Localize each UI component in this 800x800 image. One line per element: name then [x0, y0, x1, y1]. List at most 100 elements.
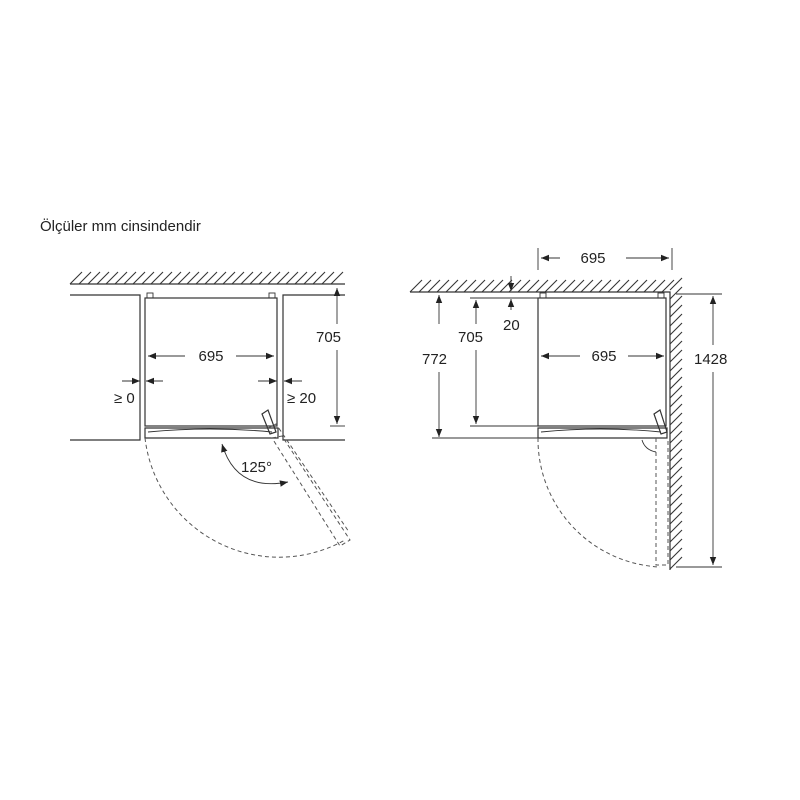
hatch-line: [669, 421, 683, 435]
hatch-line: [472, 279, 486, 293]
hatch-line: [598, 279, 612, 293]
hatch-line: [669, 475, 683, 489]
depth-label: 705: [316, 329, 341, 346]
hatch-line: [481, 279, 495, 293]
hatch-line: [240, 271, 254, 285]
hatch-line: [669, 358, 683, 372]
units-caption: Ölçüler mm cinsindendir: [40, 218, 201, 235]
angle-label: 125°: [241, 459, 272, 476]
hatch-line: [96, 271, 110, 285]
hatch-line: [669, 520, 683, 534]
hatch-line: [669, 394, 683, 408]
hatch-line: [132, 271, 146, 285]
hatch-line: [607, 279, 621, 293]
hatch-line: [669, 466, 683, 480]
hatch-line: [195, 271, 209, 285]
hatch-line: [535, 279, 549, 293]
spacer-left: [146, 292, 154, 299]
hatch-line: [204, 271, 218, 285]
hatch-line: [87, 271, 101, 285]
hatch-line: [213, 271, 227, 285]
door-curve: [147, 428, 273, 433]
hatch-line: [669, 331, 683, 345]
hatch-line: [186, 271, 200, 285]
spacer-left-right: [539, 292, 547, 299]
hatch-line: [669, 556, 683, 570]
hatch-line: [571, 279, 585, 293]
hatch-line: [669, 367, 683, 381]
opened-door-right: [655, 438, 669, 566]
hatch-line: [69, 271, 83, 285]
hatch-line: [669, 277, 683, 291]
hatch-line: [321, 271, 335, 285]
hatch-line: [669, 286, 683, 300]
spacer-right-right: [657, 292, 665, 299]
hatch-line: [409, 279, 423, 293]
hatch-line: [177, 271, 191, 285]
hatch-line: [141, 271, 155, 285]
hatch-line: [105, 271, 119, 285]
hatch-line: [669, 439, 683, 453]
hatch-line: [150, 271, 164, 285]
appliance-door-right: [537, 427, 668, 439]
hatch-line: [222, 271, 236, 285]
hatch-line: [454, 279, 468, 293]
hatch-line: [330, 271, 344, 285]
total-depth-label: 772: [422, 351, 447, 368]
hatch-line: [418, 279, 432, 293]
hatch-line: [267, 271, 281, 285]
hatch-line: [669, 484, 683, 498]
hatch-line: [669, 547, 683, 561]
hatch-line: [526, 279, 540, 293]
hatch-line: [669, 412, 683, 426]
hatch-line: [669, 322, 683, 336]
appliance-door: [144, 427, 279, 439]
hatch-line: [285, 271, 299, 285]
appliance-body: [144, 297, 278, 427]
hatch-line: [669, 511, 683, 525]
hatch-line: [114, 271, 128, 285]
hatch-line: [544, 279, 558, 293]
hatch-line: [159, 271, 173, 285]
hatch-line: [589, 279, 603, 293]
opened-door: [271, 435, 351, 547]
hatch-line: [669, 430, 683, 444]
right-view: 695 20 772 705 695 1428: [409, 248, 727, 570]
hatch-line: [490, 279, 504, 293]
hatch-line: [669, 385, 683, 399]
hatch-line: [669, 529, 683, 543]
angle-arc: [221, 443, 289, 487]
hatch-line: [669, 304, 683, 318]
door-swing-arc: [144, 437, 346, 558]
depth-label-right: 705: [458, 329, 483, 346]
top-width-label: 695: [580, 250, 605, 267]
spacer-right: [268, 292, 276, 299]
top-wall-hatching: [409, 279, 675, 293]
hatch-line: [517, 279, 531, 293]
width-label: 695: [198, 348, 223, 365]
hatch-line: [669, 295, 683, 309]
hinge-arc: [641, 439, 657, 453]
door-handle-right: [653, 409, 668, 435]
appliance-body-right: [537, 297, 667, 427]
hatch-line: [669, 340, 683, 354]
hatch-line: [231, 271, 245, 285]
hatch-line: [661, 279, 675, 293]
hatch-line: [276, 271, 290, 285]
right-neighbor-cabinet: [282, 294, 345, 441]
wall-gap-label: 20: [503, 317, 520, 334]
hatch-line: [669, 493, 683, 507]
hatch-line: [258, 271, 272, 285]
hatch-line: [643, 279, 657, 293]
hatch-line: [625, 279, 639, 293]
hatch-line: [499, 279, 513, 293]
left-neighbor-cabinet: [70, 294, 141, 441]
hatch-line: [123, 271, 137, 285]
left-gap-label: ≥ 0: [114, 390, 135, 407]
corner-wall-line: [410, 291, 671, 570]
hatch-line: [168, 271, 182, 285]
hatch-line: [249, 271, 263, 285]
hatch-line: [634, 279, 648, 293]
hatch-line: [445, 279, 459, 293]
